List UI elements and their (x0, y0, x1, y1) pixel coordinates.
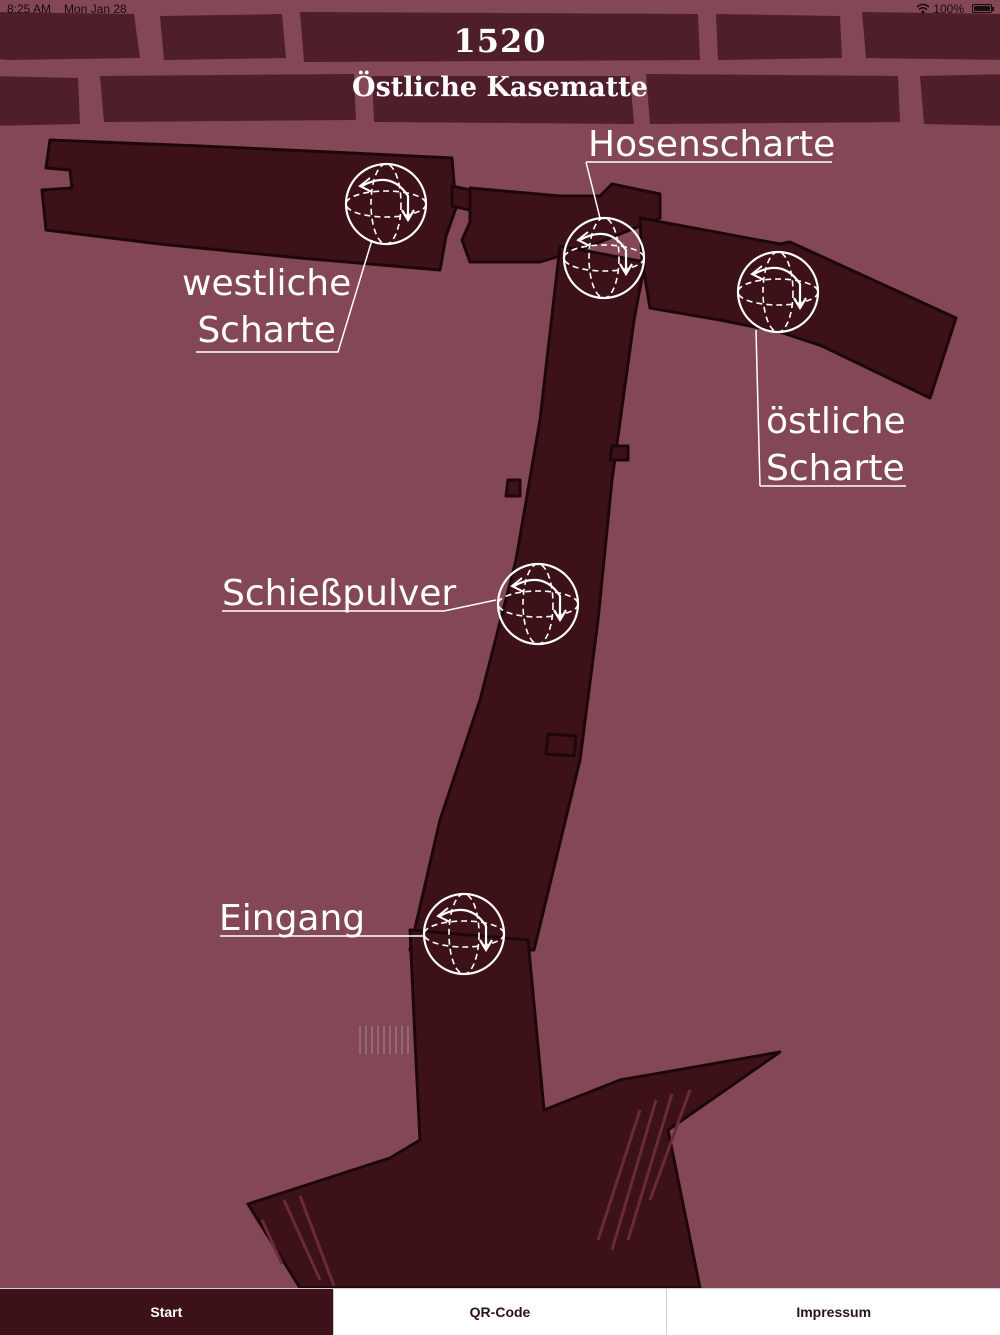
point-label-oestliche-scharte[interactable]: östliche Scharte (766, 398, 906, 492)
tab-impressum[interactable]: Impressum (666, 1289, 1000, 1335)
point-label-text: Hosenscharte (588, 124, 836, 165)
brick-wall (0, 12, 1000, 126)
point-label-line-2: Scharte (766, 448, 905, 489)
point-label-text: Eingang (219, 898, 366, 939)
point-label-line-1: westliche (182, 263, 352, 304)
wifi-icon (916, 3, 930, 14)
stair-marks (359, 1026, 409, 1054)
point-label-line-1: östliche (766, 401, 906, 442)
point-label-eingang[interactable]: Eingang (219, 895, 365, 942)
status-time: 8:25 AM (7, 2, 52, 16)
point-label-text: Schießpulver (222, 573, 457, 614)
label-leaders (196, 161, 906, 937)
status-date: Mon Jan 28 (64, 2, 127, 16)
tab-qr-code[interactable]: QR-Code (332, 1289, 667, 1335)
battery-icon (972, 4, 994, 13)
casemate-floorplan (40, 138, 958, 1288)
point-label-schiesspulver[interactable]: Schießpulver (222, 570, 456, 617)
page-year: 1520 (453, 22, 547, 60)
point-label-hosenscharte[interactable]: Hosenscharte (588, 121, 835, 168)
point-label-westliche-scharte[interactable]: westliche Scharte (182, 260, 351, 354)
tab-bar: Start QR-Code Impressum (0, 1288, 1000, 1335)
battery-percentage: 100% (933, 2, 964, 16)
tab-start[interactable]: Start (0, 1289, 333, 1335)
status-bar: 8:25 AM Mon Jan 28 100% (0, 0, 1000, 18)
point-label-line-2: Scharte (197, 310, 336, 351)
hatch-marks (260, 1089, 692, 1287)
casemate-map (0, 12, 1000, 1288)
page-title: Östliche Kasematte (352, 72, 648, 103)
